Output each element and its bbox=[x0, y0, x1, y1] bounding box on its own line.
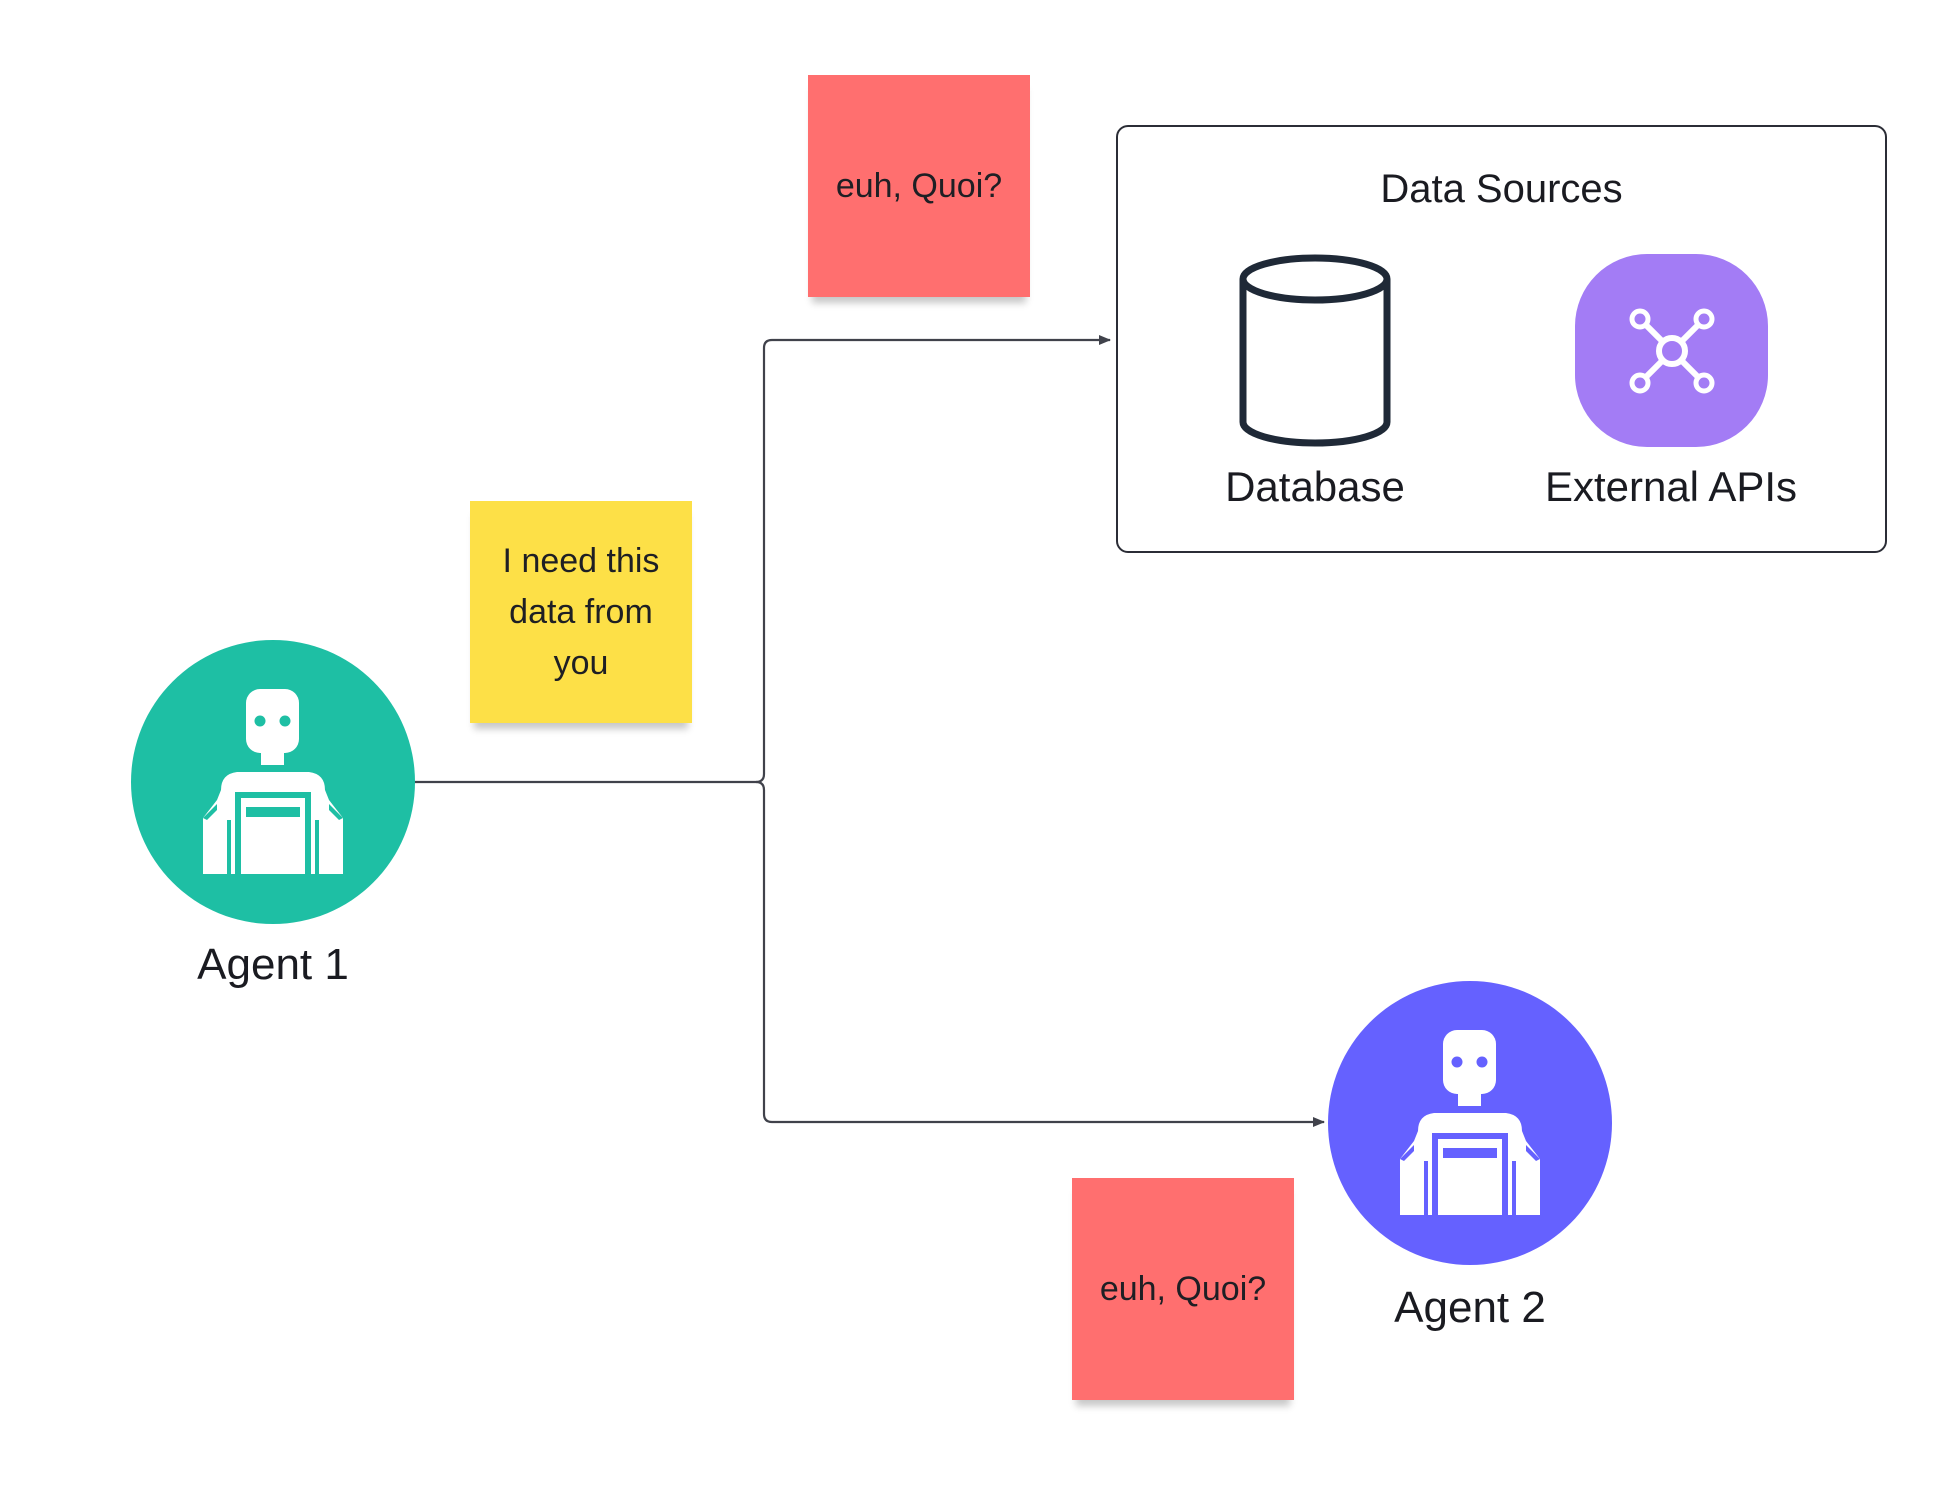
external-apis-label: External APIs bbox=[1544, 463, 1798, 510]
agent-2-label: Agent 2 bbox=[1394, 1283, 1546, 1332]
sticky-note-text: euh, Quoi? bbox=[1099, 1269, 1267, 1308]
database-cylinder-icon[interactable] bbox=[1233, 252, 1397, 452]
data-sources-container[interactable]: Data Sources Database External APIs bbox=[1116, 125, 1887, 553]
agent-2-avatar[interactable] bbox=[1328, 981, 1612, 1265]
connector-agent1-to-agent2[interactable] bbox=[755, 780, 1325, 1127]
sticky-note-bottom-reply[interactable]: euh, Quoi? bbox=[1072, 1178, 1294, 1400]
robot-icon bbox=[203, 689, 343, 874]
sticky-note-line: data from bbox=[509, 592, 653, 631]
sticky-note-request[interactable]: I need this data from you bbox=[470, 501, 692, 723]
data-sources-title: Data Sources bbox=[1380, 167, 1623, 211]
sticky-note-text: euh, Quoi? bbox=[835, 166, 1003, 205]
network-hub-icon bbox=[1629, 308, 1714, 393]
sticky-note-text: I need this data from you bbox=[503, 536, 660, 689]
agent-1-label: Agent 1 bbox=[197, 940, 349, 989]
sticky-note-line: you bbox=[553, 643, 609, 682]
sticky-note-top-reply[interactable]: euh, Quoi? bbox=[808, 75, 1030, 297]
agent-1-avatar[interactable] bbox=[131, 640, 415, 924]
external-apis-tile[interactable] bbox=[1575, 254, 1768, 447]
database-label: Database bbox=[1225, 463, 1405, 510]
sticky-note-line: I need this bbox=[502, 541, 660, 580]
robot-icon bbox=[1400, 1030, 1540, 1215]
